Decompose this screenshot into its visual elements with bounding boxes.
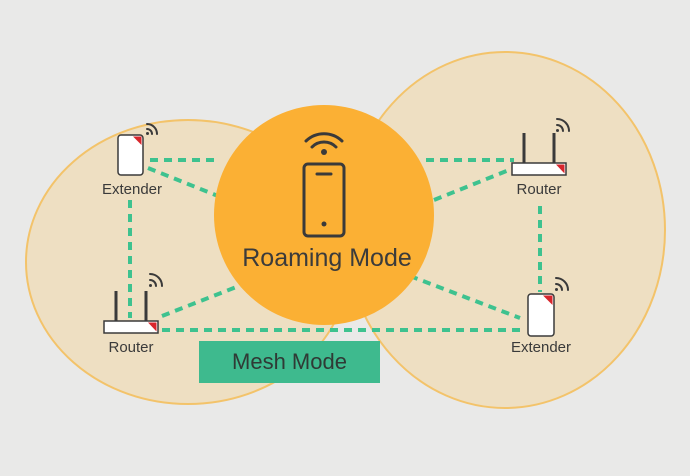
router-icon bbox=[511, 118, 570, 176]
right-zone-ellipse bbox=[345, 52, 665, 408]
roaming-mode-label: Roaming Mode bbox=[242, 244, 412, 272]
router-icon bbox=[103, 273, 163, 334]
router-label-top-right: Router bbox=[516, 181, 562, 198]
link-tl-diag bbox=[147, 166, 219, 198]
extender-label-bottom-right: Extender bbox=[510, 339, 572, 356]
router-label-bottom-left: Router bbox=[108, 339, 154, 356]
link-br-center bbox=[409, 274, 521, 320]
smartphone-wifi-icon bbox=[302, 132, 346, 238]
extender-icon bbox=[527, 277, 569, 337]
mesh-mode-label: Mesh Mode bbox=[232, 349, 347, 374]
mesh-links bbox=[128, 158, 542, 332]
roaming-circle bbox=[214, 105, 434, 325]
mesh-mode-badge: Mesh Mode bbox=[199, 341, 380, 383]
link-tr-diag bbox=[433, 166, 515, 202]
extender-label-top-left: Extender bbox=[101, 181, 163, 198]
extender-icon bbox=[117, 123, 158, 176]
link-bl-center bbox=[161, 282, 245, 318]
